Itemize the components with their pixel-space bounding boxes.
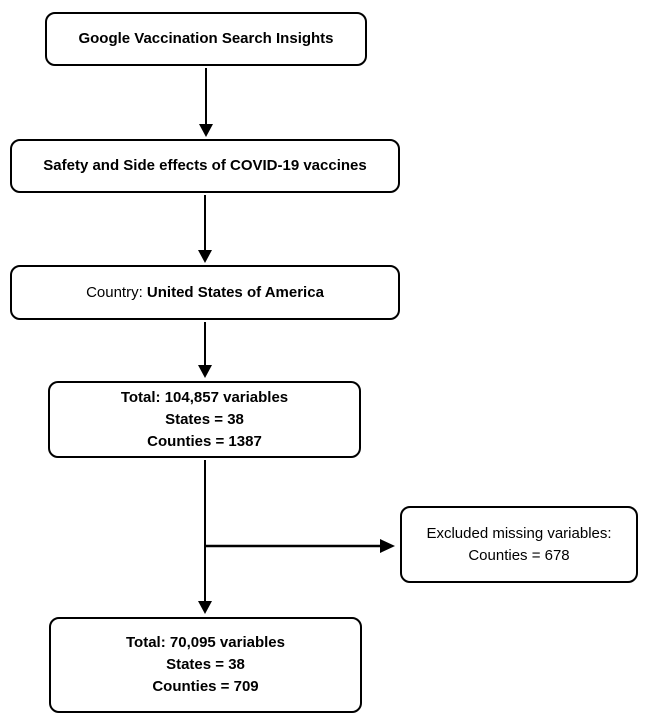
topic-box: Safety and Side effects of COVID-19 vacc… <box>10 139 400 193</box>
total-initial-line-counties: Counties = 1387 <box>147 432 262 450</box>
country-box-label: Country: United States of America <box>86 282 324 304</box>
arrow-country-to-total-initial <box>198 322 212 378</box>
total-initial-line-states: States = 38 <box>165 410 244 428</box>
total-final-line-states: States = 38 <box>166 656 245 673</box>
source-box: Google Vaccination Search Insights <box>45 12 367 66</box>
arrow-branch-to-excluded <box>205 539 395 553</box>
total-final-box: Total: 70,095 variables States = 38 Coun… <box>49 617 362 713</box>
total-initial-box: Total: 104,857 variables States = 38 Cou… <box>48 381 361 458</box>
total-final-line-total: Total: 70,095 variables <box>126 634 285 651</box>
arrow-source-to-topic <box>199 68 213 137</box>
total-final-line-counties: Counties = 709 <box>152 678 259 695</box>
country-box: Country: United States of America <box>10 265 400 320</box>
country-box-value: United States of America <box>146 283 324 301</box>
total-initial-line-total: Total: 104,857 variables <box>120 388 289 406</box>
source-box-label: Google Vaccination Search Insights <box>78 30 334 47</box>
excluded-box: Excluded missing variables: Counties = 6… <box>400 506 638 583</box>
topic-box-label: Safety and Side effects of COVID-19 vacc… <box>43 157 367 174</box>
arrow-total-initial-to-total-final <box>198 460 212 614</box>
excluded-line-title: Excluded missing variables: <box>426 524 612 542</box>
excluded-line-counties: Counties = 678 <box>468 546 570 564</box>
arrow-topic-to-country <box>198 195 212 263</box>
country-box-prefix: Country: <box>86 283 147 301</box>
